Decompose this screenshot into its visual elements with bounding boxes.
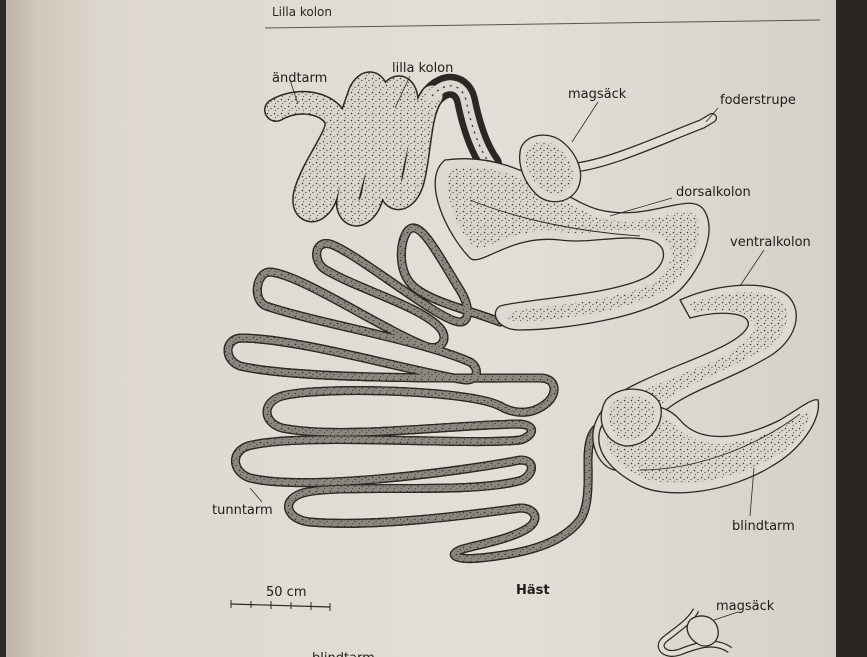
label-foderstrupe: foderstrupe [720,93,796,108]
scale-bar-label: 50 cm [266,585,307,600]
page-gutter [6,0,40,657]
label-andtarm: ändtarm [272,71,327,86]
label-magsack: magsäck [568,87,627,102]
label-dorsalkolon: dorsalkolon [676,185,751,200]
label-blindtarm: blindtarm [732,519,795,534]
label-magsack-next: magsäck [716,599,775,614]
label-lilla-kolon: lilla kolon [392,61,453,76]
figure-caption: Häst [516,583,550,598]
cutoff-text: blindtarm [312,651,375,657]
label-ventralkolon: ventralkolon [730,235,811,250]
label-tunntarm: tunntarm [212,503,273,518]
running-head: Lilla kolon [272,5,332,19]
